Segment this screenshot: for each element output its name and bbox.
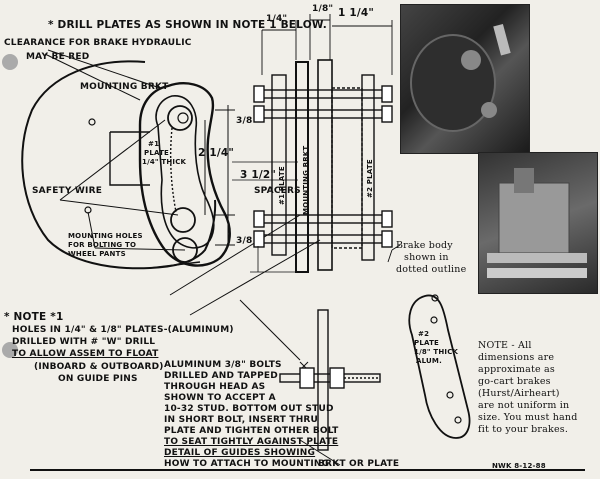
plate-vert-1: #1 PLATE xyxy=(278,166,286,205)
dim-two-quarter: 2 1/4" xyxy=(198,147,235,159)
note1-5: (INBOARD & OUTBOARD) xyxy=(34,362,164,372)
dim-quarter: 1/4" xyxy=(266,14,288,24)
brake-photo-top xyxy=(400,4,530,154)
mounting-holes-label-2: FOR BOLTING TO xyxy=(68,241,137,249)
note-right-3: approximate as xyxy=(478,364,555,375)
signature: NWK 8-12-88 xyxy=(492,462,546,470)
clearance-text-2: MAY BE RED xyxy=(26,52,90,62)
note1-6: ON GUIDE PINS xyxy=(58,374,138,384)
note-right-7: size. You must hand xyxy=(478,412,578,423)
brake-body-3: dotted outline xyxy=(396,264,467,275)
plate2-label-1: #2 xyxy=(418,330,430,338)
safety-wire-label: SAFETY WIRE xyxy=(32,186,103,196)
note-right-2: dimensions are xyxy=(478,352,555,363)
dim-eighth: 1/8" xyxy=(312,4,334,14)
note1-1: * NOTE *1 xyxy=(4,311,64,323)
plate-1-outline xyxy=(155,95,215,249)
note-right-4: go-cart brakes xyxy=(478,376,551,387)
alum-7: PLATE AND TIGHTEN OTHER BOLT xyxy=(164,426,339,436)
plate1-label-3: 1/4" THICK xyxy=(142,158,187,166)
alum-2: DRILLED AND TAPPED xyxy=(164,371,278,381)
mounting-holes-label-1: MOUNTING HOLES xyxy=(68,232,143,240)
brake-photo-bottom xyxy=(478,152,598,294)
brkt-plate-label: BRKT OR PLATE xyxy=(318,459,400,469)
brake-body-2: shown in xyxy=(404,252,449,263)
plate-2-outline xyxy=(408,294,471,439)
plate-vert-2: MOUNTING BRKT xyxy=(302,145,310,215)
dim-three-eighth: 3/8 xyxy=(236,116,253,126)
alum-3: THROUGH HEAD AS xyxy=(164,382,266,392)
alum-9: DETAIL OF GUIDES SHOWING xyxy=(164,448,316,458)
spacers-label: SPACERS xyxy=(254,186,301,196)
note-right-1: NOTE - All xyxy=(478,340,532,351)
plate1-label-1: #1 xyxy=(148,140,160,148)
plate-vert-3: #2 PLATE xyxy=(366,159,374,198)
plate2-label-3: 1/8" THICK xyxy=(414,348,459,356)
dim-one-quarter: 1 1/4" xyxy=(338,7,375,19)
wheel-pant-outline xyxy=(21,60,217,270)
note1-3: DRILLED WITH # "W" DRILL xyxy=(12,337,156,347)
alum-6: IN SHORT BOLT, INSERT THRU xyxy=(164,415,319,425)
mounting-holes-label-3: WHEEL PANTS xyxy=(68,250,126,258)
mounting-brkt-label: MOUNTING BRKT xyxy=(80,82,169,92)
dim-three-eighth-2: 3/8 xyxy=(236,236,253,246)
drill-note: * DRILL PLATES AS SHOWN IN NOTE 1 BELOW. xyxy=(48,19,327,31)
dim-three-half: 3 1/2" xyxy=(240,169,277,181)
alum-1: ALUMINUM 3/8" BOLTS xyxy=(164,360,282,370)
alum-5: 10-32 STUD. BOTTOM OUT STUD xyxy=(164,404,334,414)
alum-8: TO SEAT TIGHTLY AGAINST PLATE xyxy=(164,437,339,447)
alum-4: SHOWN TO ACCEPT A xyxy=(164,393,276,403)
note1-4: TO ALLOW ASSEM TO FLOAT xyxy=(12,349,159,359)
note-right-5: (Hurst/Airheart) xyxy=(478,388,560,399)
note-right-8: fit to your brakes. xyxy=(478,424,569,435)
plate1-label-2: PLATE xyxy=(144,149,170,157)
clearance-text-1: CLEARANCE FOR BRAKE HYDRAULIC xyxy=(4,38,192,48)
note1-2: HOLES IN 1/4" & 1/8" PLATES-(ALUMINUM) xyxy=(12,325,234,335)
plate2-label-4: ALUM. xyxy=(416,357,442,365)
plate2-label-2: PLATE xyxy=(414,339,440,347)
note-right-6: are not uniform in xyxy=(478,400,570,411)
brake-body-1: Brake body xyxy=(396,240,453,251)
alum-10: HOW TO ATTACH TO MOUNTING xyxy=(164,459,330,469)
